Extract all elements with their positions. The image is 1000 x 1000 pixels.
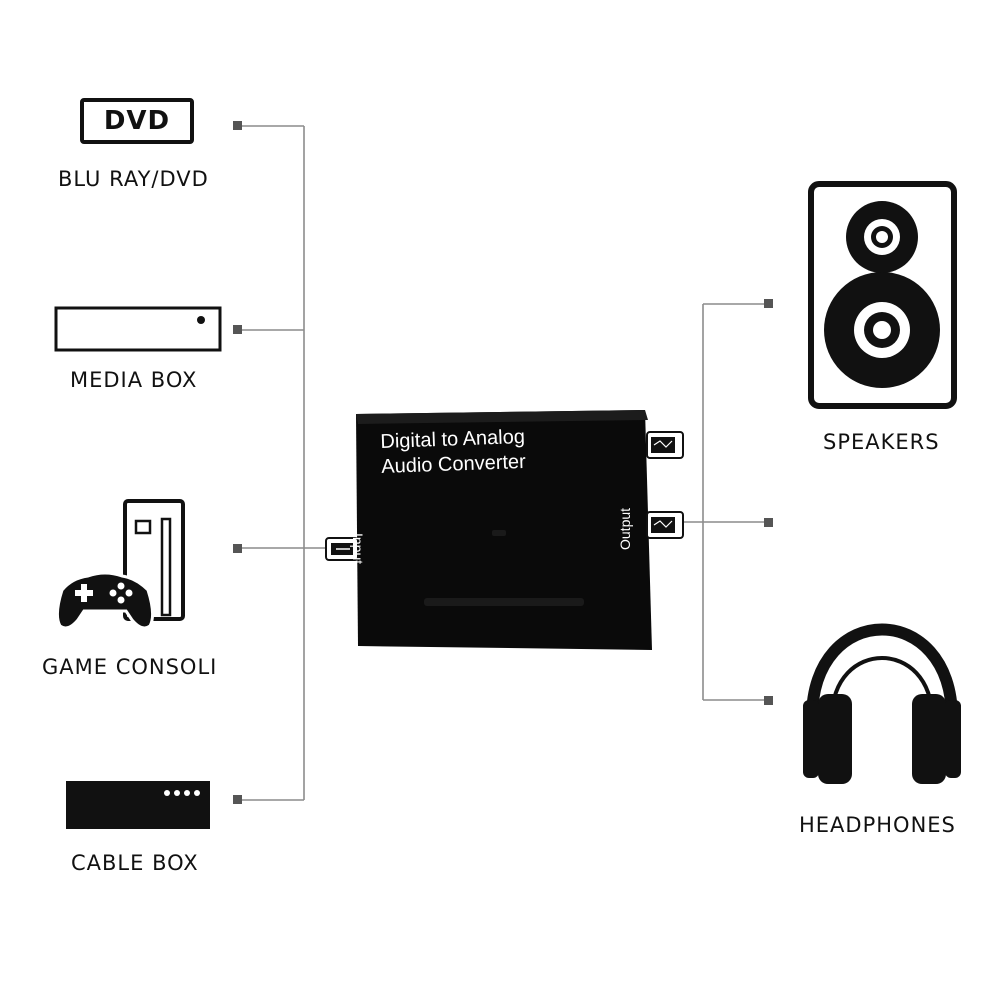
right-connector-dots — [764, 299, 773, 705]
output-port-label: Output — [617, 507, 633, 550]
game-console-icon — [55, 499, 185, 630]
cable-box-label: CABLE BOX — [71, 851, 199, 875]
input-jack — [325, 537, 359, 561]
speakers-label: SPEAKERS — [823, 430, 940, 454]
dvd-logo: DVD — [80, 98, 194, 144]
output-jack-bottom — [646, 511, 684, 539]
left-connection-lines — [238, 125, 328, 801]
converter-title: Digital to Analog Audio Converter — [380, 425, 526, 480]
right-connection-lines — [684, 303, 768, 701]
converter-device — [325, 410, 684, 650]
blu-ray-dvd-label: BLU RAY/DVD — [58, 167, 209, 191]
headphones-icon — [803, 623, 961, 784]
output-jack-top — [646, 431, 684, 459]
left-connector-dots — [233, 121, 242, 804]
cable-box-icon — [66, 781, 210, 829]
speaker-icon — [808, 181, 957, 409]
device-faint-print — [424, 530, 584, 606]
media-box-icon — [54, 306, 222, 352]
input-port-label: Input — [350, 533, 366, 565]
game-console-label: GAME CONSOLI — [42, 655, 218, 679]
headphones-label: HEADPHONES — [799, 813, 956, 837]
converter-title-line2: Audio Converter — [380, 450, 527, 478]
media-box-label: MEDIA BOX — [70, 368, 198, 392]
